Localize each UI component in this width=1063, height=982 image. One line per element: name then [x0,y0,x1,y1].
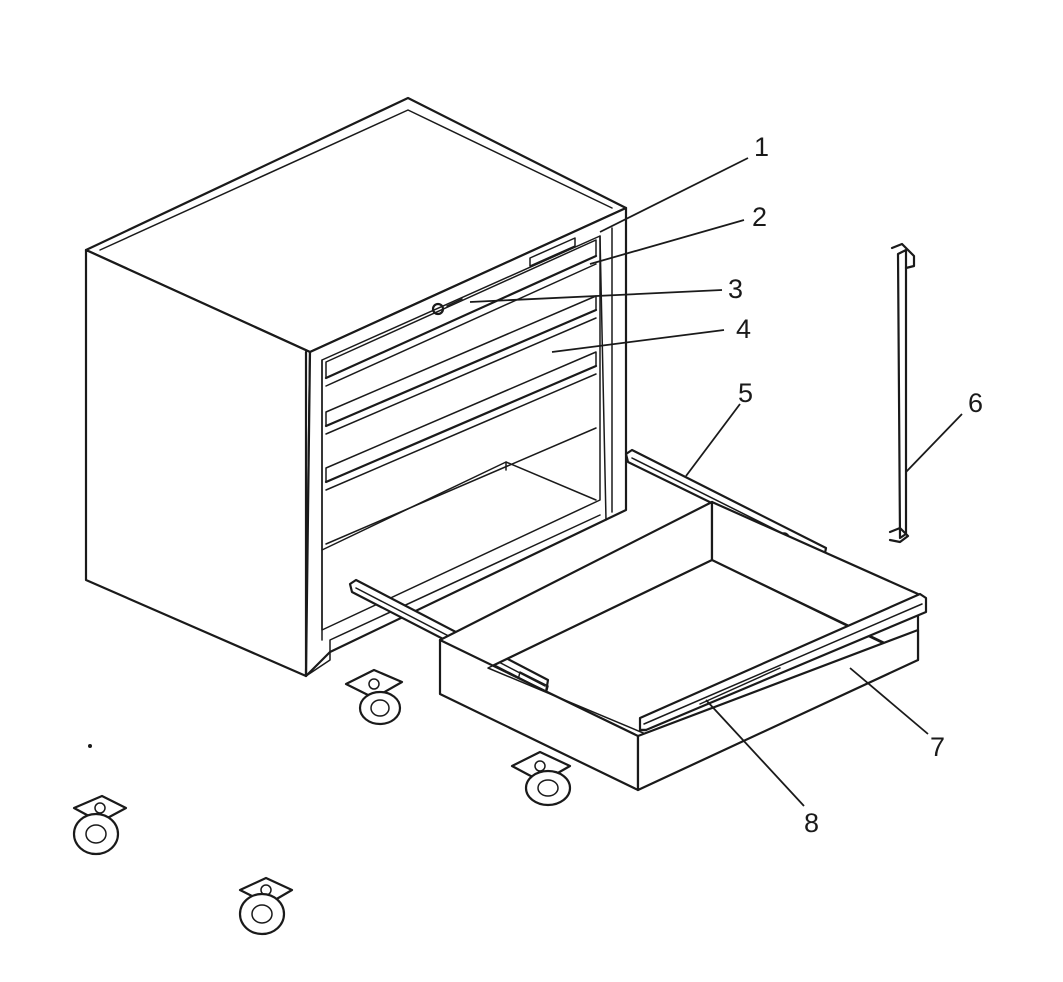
leader-4 [551,329,725,353]
callout-6: 6 [968,388,983,418]
lock-bar [888,242,916,544]
callout-8: 8 [804,808,819,838]
drawer-middle [324,295,598,545]
leader-6 [905,413,963,473]
caster-1 [344,668,404,726]
callout-2: 2 [752,202,767,232]
leader-7 [849,667,929,735]
caster-4 [238,876,294,936]
callout-labels: 1 2 3 4 5 6 7 8 [728,132,983,838]
leader-1 [599,157,749,233]
caster-2 [510,750,572,807]
callout-4: 4 [736,314,751,344]
cabinet-body [84,96,628,678]
leader-2 [589,219,745,265]
lock-icon [431,298,463,316]
leader-5 [685,403,741,477]
callout-3: 3 [728,274,743,304]
drawer-top [324,237,598,387]
leader-lines [469,157,963,807]
caster-3 [72,794,128,856]
leader-8 [705,699,805,807]
leader-3 [469,289,723,303]
callout-7: 7 [930,732,945,762]
callout-1: 1 [754,132,769,162]
drawer-open [438,500,928,792]
callout-5: 5 [738,378,753,408]
stray-dot [88,744,92,748]
